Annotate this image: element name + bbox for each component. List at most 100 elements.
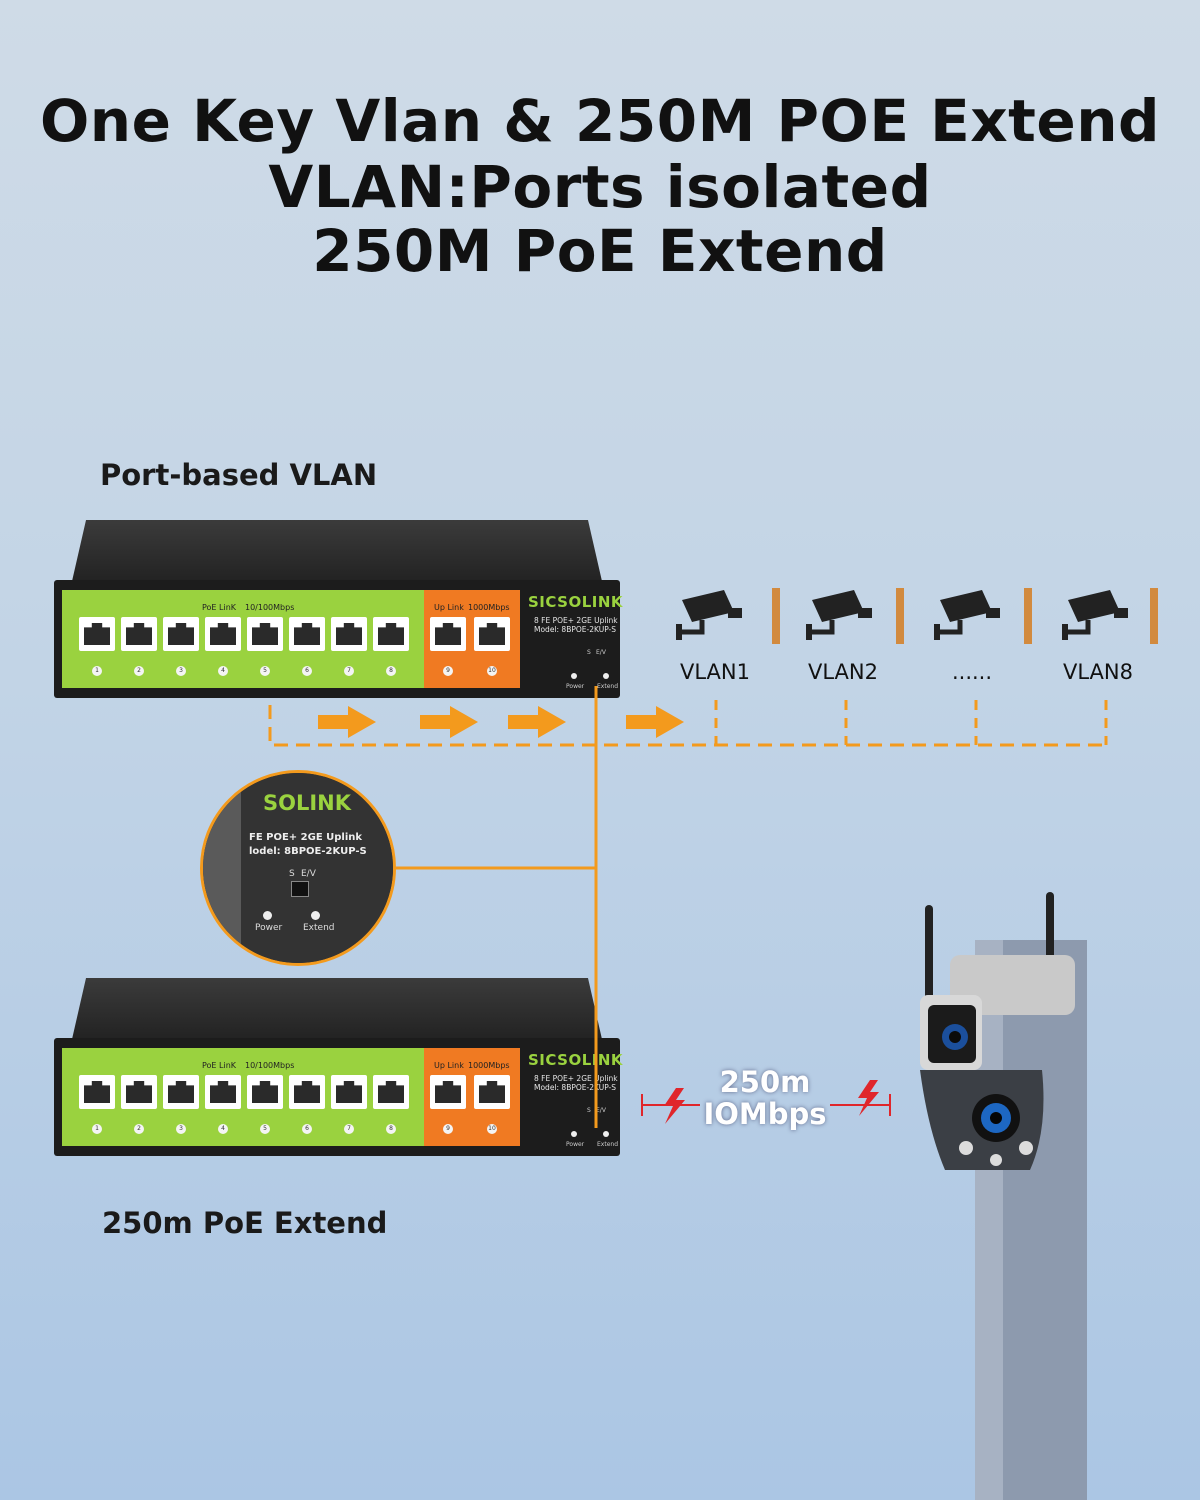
port-number: 9 <box>443 1124 453 1134</box>
power-led-label: Power <box>566 1141 585 1148</box>
brand-logo: SICSOLINK <box>528 593 624 611</box>
zoom-brand-logo: SOLINK <box>263 791 352 815</box>
brand-logo: SICSOLINK <box>528 1051 624 1069</box>
vlan-bus-line <box>268 705 1105 747</box>
port-based-vlan-label: Port-based VLAN <box>100 458 378 492</box>
port-number: 2 <box>134 666 144 676</box>
poe-port-8 <box>373 617 409 651</box>
mode-switch-ev-label: E/V <box>596 1107 606 1114</box>
port-number: 10 <box>487 1124 497 1134</box>
poe-port-3 <box>163 617 199 651</box>
zoom-extend-label: Extend <box>303 923 335 933</box>
model-line-1: 8 FE POE+ 2GE Uplink <box>534 1074 618 1083</box>
vlan-label-8: VLAN8 <box>1063 660 1133 684</box>
uplink-label: Up Link <box>434 1061 464 1070</box>
poe-link-label: PoE LinK <box>202 603 237 612</box>
uplink-port-9 <box>430 617 466 651</box>
port-number: 8 <box>386 1124 396 1134</box>
port-number: 7 <box>344 666 354 676</box>
headline-line-1: One Key Vlan & 250M POE Extend <box>39 87 1161 155</box>
poe-port-2 <box>121 617 157 651</box>
zoom-panel: SOLINK FE POE+ 2GE Uplink lodel: 8BPOE-2… <box>241 773 393 963</box>
port-number: 9 <box>443 666 453 676</box>
port-number: 1 <box>92 1124 102 1134</box>
switch-top-cover <box>70 978 604 1048</box>
port-number: 2 <box>134 1124 144 1134</box>
zoom-model-line-2: lodel: 8BPOE-2KUP-S <box>249 846 367 857</box>
headline-line-3: 250M PoE Extend <box>312 217 888 285</box>
uplink-speed-label: 1000Mbps <box>468 1061 510 1070</box>
cctv-camera-icon <box>1062 590 1128 640</box>
switch-front-panel: PoE LinK 10/100Mbps 1 2 3 4 5 6 7 8 Up L… <box>54 1038 624 1156</box>
wall-divider <box>1024 588 1032 644</box>
poe-port-4 <box>205 1075 241 1109</box>
arrow-right-icon <box>318 706 376 738</box>
speed-label: 10/100Mbps <box>245 603 295 612</box>
zoom-switch-s-label: S <box>289 869 295 879</box>
switch-top-cover <box>70 520 604 590</box>
port-number: 1 <box>92 666 102 676</box>
port-number: 6 <box>302 1124 312 1134</box>
distance-length: 250m <box>719 1065 811 1099</box>
zoom-power-label: Power <box>255 923 283 933</box>
port-number: 10 <box>487 666 497 676</box>
poe-port-4 <box>205 617 241 651</box>
headline-line-2: VLAN:Ports isolated <box>268 153 932 221</box>
vlan-label-1: VLAN1 <box>680 660 750 684</box>
uplink-port-10 <box>474 1075 510 1109</box>
poe-port-5 <box>247 617 283 651</box>
poe-switch-top: PoE LinK 10/100Mbps 1 2 3 4 5 6 7 8 Up L… <box>54 520 624 698</box>
ptz-camera-icon <box>920 892 1075 1170</box>
port-number: 7 <box>344 1124 354 1134</box>
power-led <box>571 1131 577 1137</box>
poe-port-panel: PoE LinK 10/100Mbps 1 2 3 4 5 6 7 8 <box>62 590 424 688</box>
arrow-right-icon <box>508 706 566 738</box>
mode-switch-s-label: S <box>587 649 591 656</box>
extend-led <box>603 673 609 679</box>
poe-port-2 <box>121 1075 157 1109</box>
zoom-power-led <box>263 911 272 920</box>
port-number: 3 <box>176 666 186 676</box>
zoom-side-strip <box>203 773 241 963</box>
model-text: 8 FE POE+ 2GE Uplink Model: 8BPOE-2KUP-S <box>534 616 618 634</box>
model-line-1: 8 FE POE+ 2GE Uplink <box>534 616 618 625</box>
poe-extend-label: 250m PoE Extend <box>102 1206 388 1240</box>
zoom-detail-circle: SOLINK FE POE+ 2GE Uplink lodel: 8BPOE-2… <box>200 770 396 966</box>
poe-port-5 <box>247 1075 283 1109</box>
uplink-port-10 <box>474 617 510 651</box>
mode-switch-ev-label: E/V <box>596 649 606 656</box>
port-number: 3 <box>176 1124 186 1134</box>
port-number: 4 <box>218 666 228 676</box>
speed-label: 10/100Mbps <box>245 1061 295 1070</box>
zoom-model-line-1: FE POE+ 2GE Uplink <box>249 832 363 843</box>
extend-led-label: Extend <box>597 1141 618 1148</box>
mode-toggle-switch[interactable] <box>291 881 309 897</box>
port-number: 4 <box>218 1124 228 1134</box>
distance-speed: IOMbps <box>703 1097 827 1131</box>
poe-port-7 <box>331 1075 367 1109</box>
wall-divider <box>772 588 780 644</box>
wall-divider <box>1150 588 1158 644</box>
uplink-port-panel: Up Link 1000Mbps 9 10 <box>424 590 520 688</box>
cctv-camera-icon <box>934 590 1000 640</box>
port-number: 6 <box>302 666 312 676</box>
poe-port-6 <box>289 617 325 651</box>
poe-port-3 <box>163 1075 199 1109</box>
extend-led-label: Extend <box>597 683 618 690</box>
port-number: 8 <box>386 666 396 676</box>
uplink-port-9 <box>430 1075 466 1109</box>
power-led-label: Power <box>566 683 585 690</box>
poe-port-1 <box>79 1075 115 1109</box>
extend-led <box>603 1131 609 1137</box>
lightning-bolt-icon <box>858 1080 879 1116</box>
vlan-label-ellipsis: ...... <box>951 660 993 684</box>
poe-link-label: PoE LinK <box>202 1061 237 1070</box>
uplink-port-panel: Up Link 1000Mbps 9 10 <box>424 1048 520 1146</box>
poe-port-6 <box>289 1075 325 1109</box>
port-number: 5 <box>260 1124 270 1134</box>
uplink-label: Up Link <box>434 603 464 612</box>
poe-port-panel: PoE LinK 10/100Mbps 1 2 3 4 5 6 7 8 <box>62 1048 424 1146</box>
mode-switch-s-label: S <box>587 1107 591 1114</box>
model-text: 8 FE POE+ 2GE Uplink Model: 8BPOE-2KUP-S <box>534 1074 618 1092</box>
